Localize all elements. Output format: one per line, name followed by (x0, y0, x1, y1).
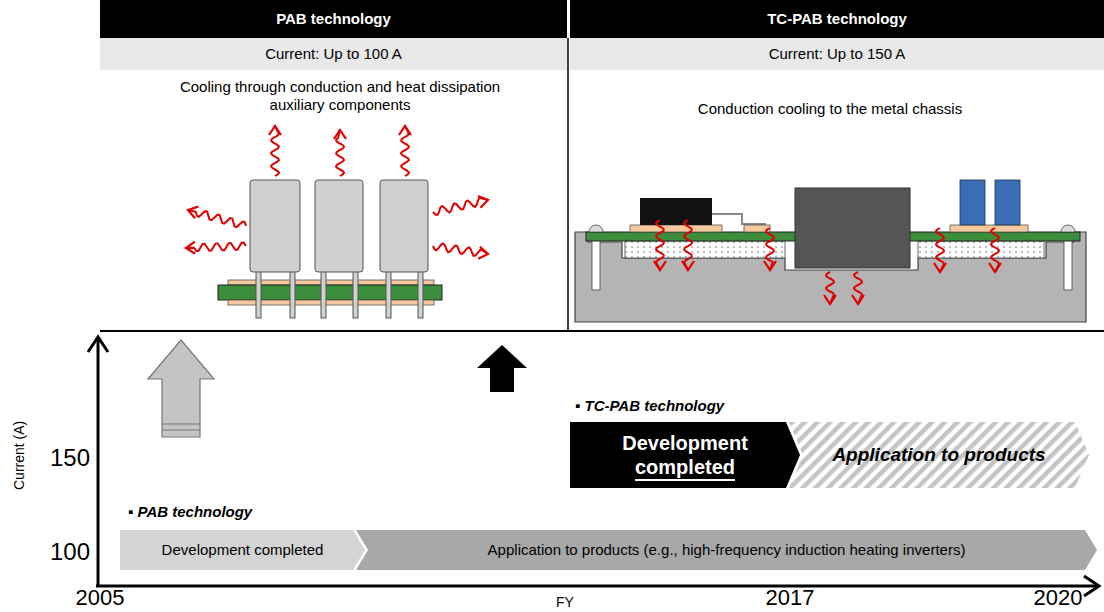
node-outline (100, 38, 567, 70)
node-outline (789, 422, 1089, 488)
bar-text: Application to products (832, 444, 1045, 467)
heat-flow-arrows (186, 126, 1001, 304)
timeline-bar: Development completed (120, 530, 365, 570)
axis-label: Current (A) (12, 420, 29, 489)
heat-flow-arrow (991, 228, 999, 272)
caption-text: Cooling through conduction and heat diss… (160, 78, 520, 114)
heat-flow-arrow (401, 126, 409, 176)
arrow-head (824, 295, 836, 304)
heat-flow-arrow (656, 220, 664, 270)
node-outline (570, 38, 1104, 70)
tc-pab-illustration (575, 180, 1086, 322)
chart-axis (88, 337, 1099, 596)
bar-text: TC-PAB technology (767, 10, 907, 28)
axis-label: FY (556, 594, 574, 611)
heat-flow-arrow (684, 220, 692, 270)
arrow-head (334, 130, 346, 139)
pointer-arrow (477, 345, 527, 392)
heat-flow-arrow (271, 126, 279, 176)
heat-flow-arrow (433, 198, 488, 215)
arrow-head (989, 263, 1001, 272)
divider-line (567, 38, 569, 330)
pab-illustration (218, 180, 442, 318)
heat-flow-arrow (336, 130, 344, 176)
bar-text: Current: Up to 150 A (769, 45, 906, 63)
underline-mark (635, 479, 735, 481)
header-band: PAB technology (100, 0, 567, 38)
node-outline (100, 0, 567, 38)
node-outline (570, 0, 1104, 38)
tick-label: 2005 (76, 585, 125, 611)
series-label: ▪ PAB technology (128, 503, 252, 521)
heat-flow-arrow (188, 210, 246, 227)
header-band: TC-PAB technology (570, 0, 1104, 38)
tick-label: 2020 (1034, 585, 1083, 611)
sub-band: Current: Up to 150 A (570, 38, 1104, 70)
node-outline (356, 530, 1097, 570)
arrow-head (654, 261, 666, 270)
tick-label: 2017 (766, 585, 815, 611)
heat-flow-arrow (433, 244, 488, 256)
arrow-head (478, 196, 488, 208)
bar-text: Development completed (590, 431, 780, 479)
arrow-head (934, 263, 946, 272)
node-outline (120, 530, 365, 570)
heat-flow-arrow (766, 228, 774, 270)
bar-text: PAB technology (276, 10, 391, 28)
arrow-head (478, 247, 488, 259)
timeline-bar: Development completed (570, 422, 800, 488)
bar-text: Application to products (e.g., high-freq… (488, 541, 966, 559)
bar-text: Current: Up to 100 A (265, 45, 402, 63)
tick-label: 100 (50, 538, 90, 567)
arrow-head (852, 295, 864, 304)
bar-text: Development completed (162, 541, 324, 559)
arrow-head (186, 242, 195, 254)
arrow-head (682, 261, 694, 270)
sub-band: Current: Up to 100 A (100, 38, 567, 70)
timeline-bar: Application to products (e.g., high-freq… (356, 530, 1097, 570)
arrow-head (269, 126, 281, 135)
arrow-head (188, 207, 198, 219)
series-label: ▪ TC-PAB technology (575, 397, 724, 415)
divider-line (100, 330, 1104, 332)
timeline-bar: Application to products (789, 422, 1089, 488)
arrow-head (399, 126, 411, 135)
pointer-arrow (148, 340, 214, 437)
caption-text: Conduction cooling to the metal chassis (698, 100, 962, 118)
arrow-head (764, 261, 776, 270)
tick-label: 150 (50, 444, 90, 473)
heat-flow-arrow (936, 228, 944, 272)
heat-flow-arrow (186, 243, 246, 252)
node-outline (570, 422, 800, 488)
